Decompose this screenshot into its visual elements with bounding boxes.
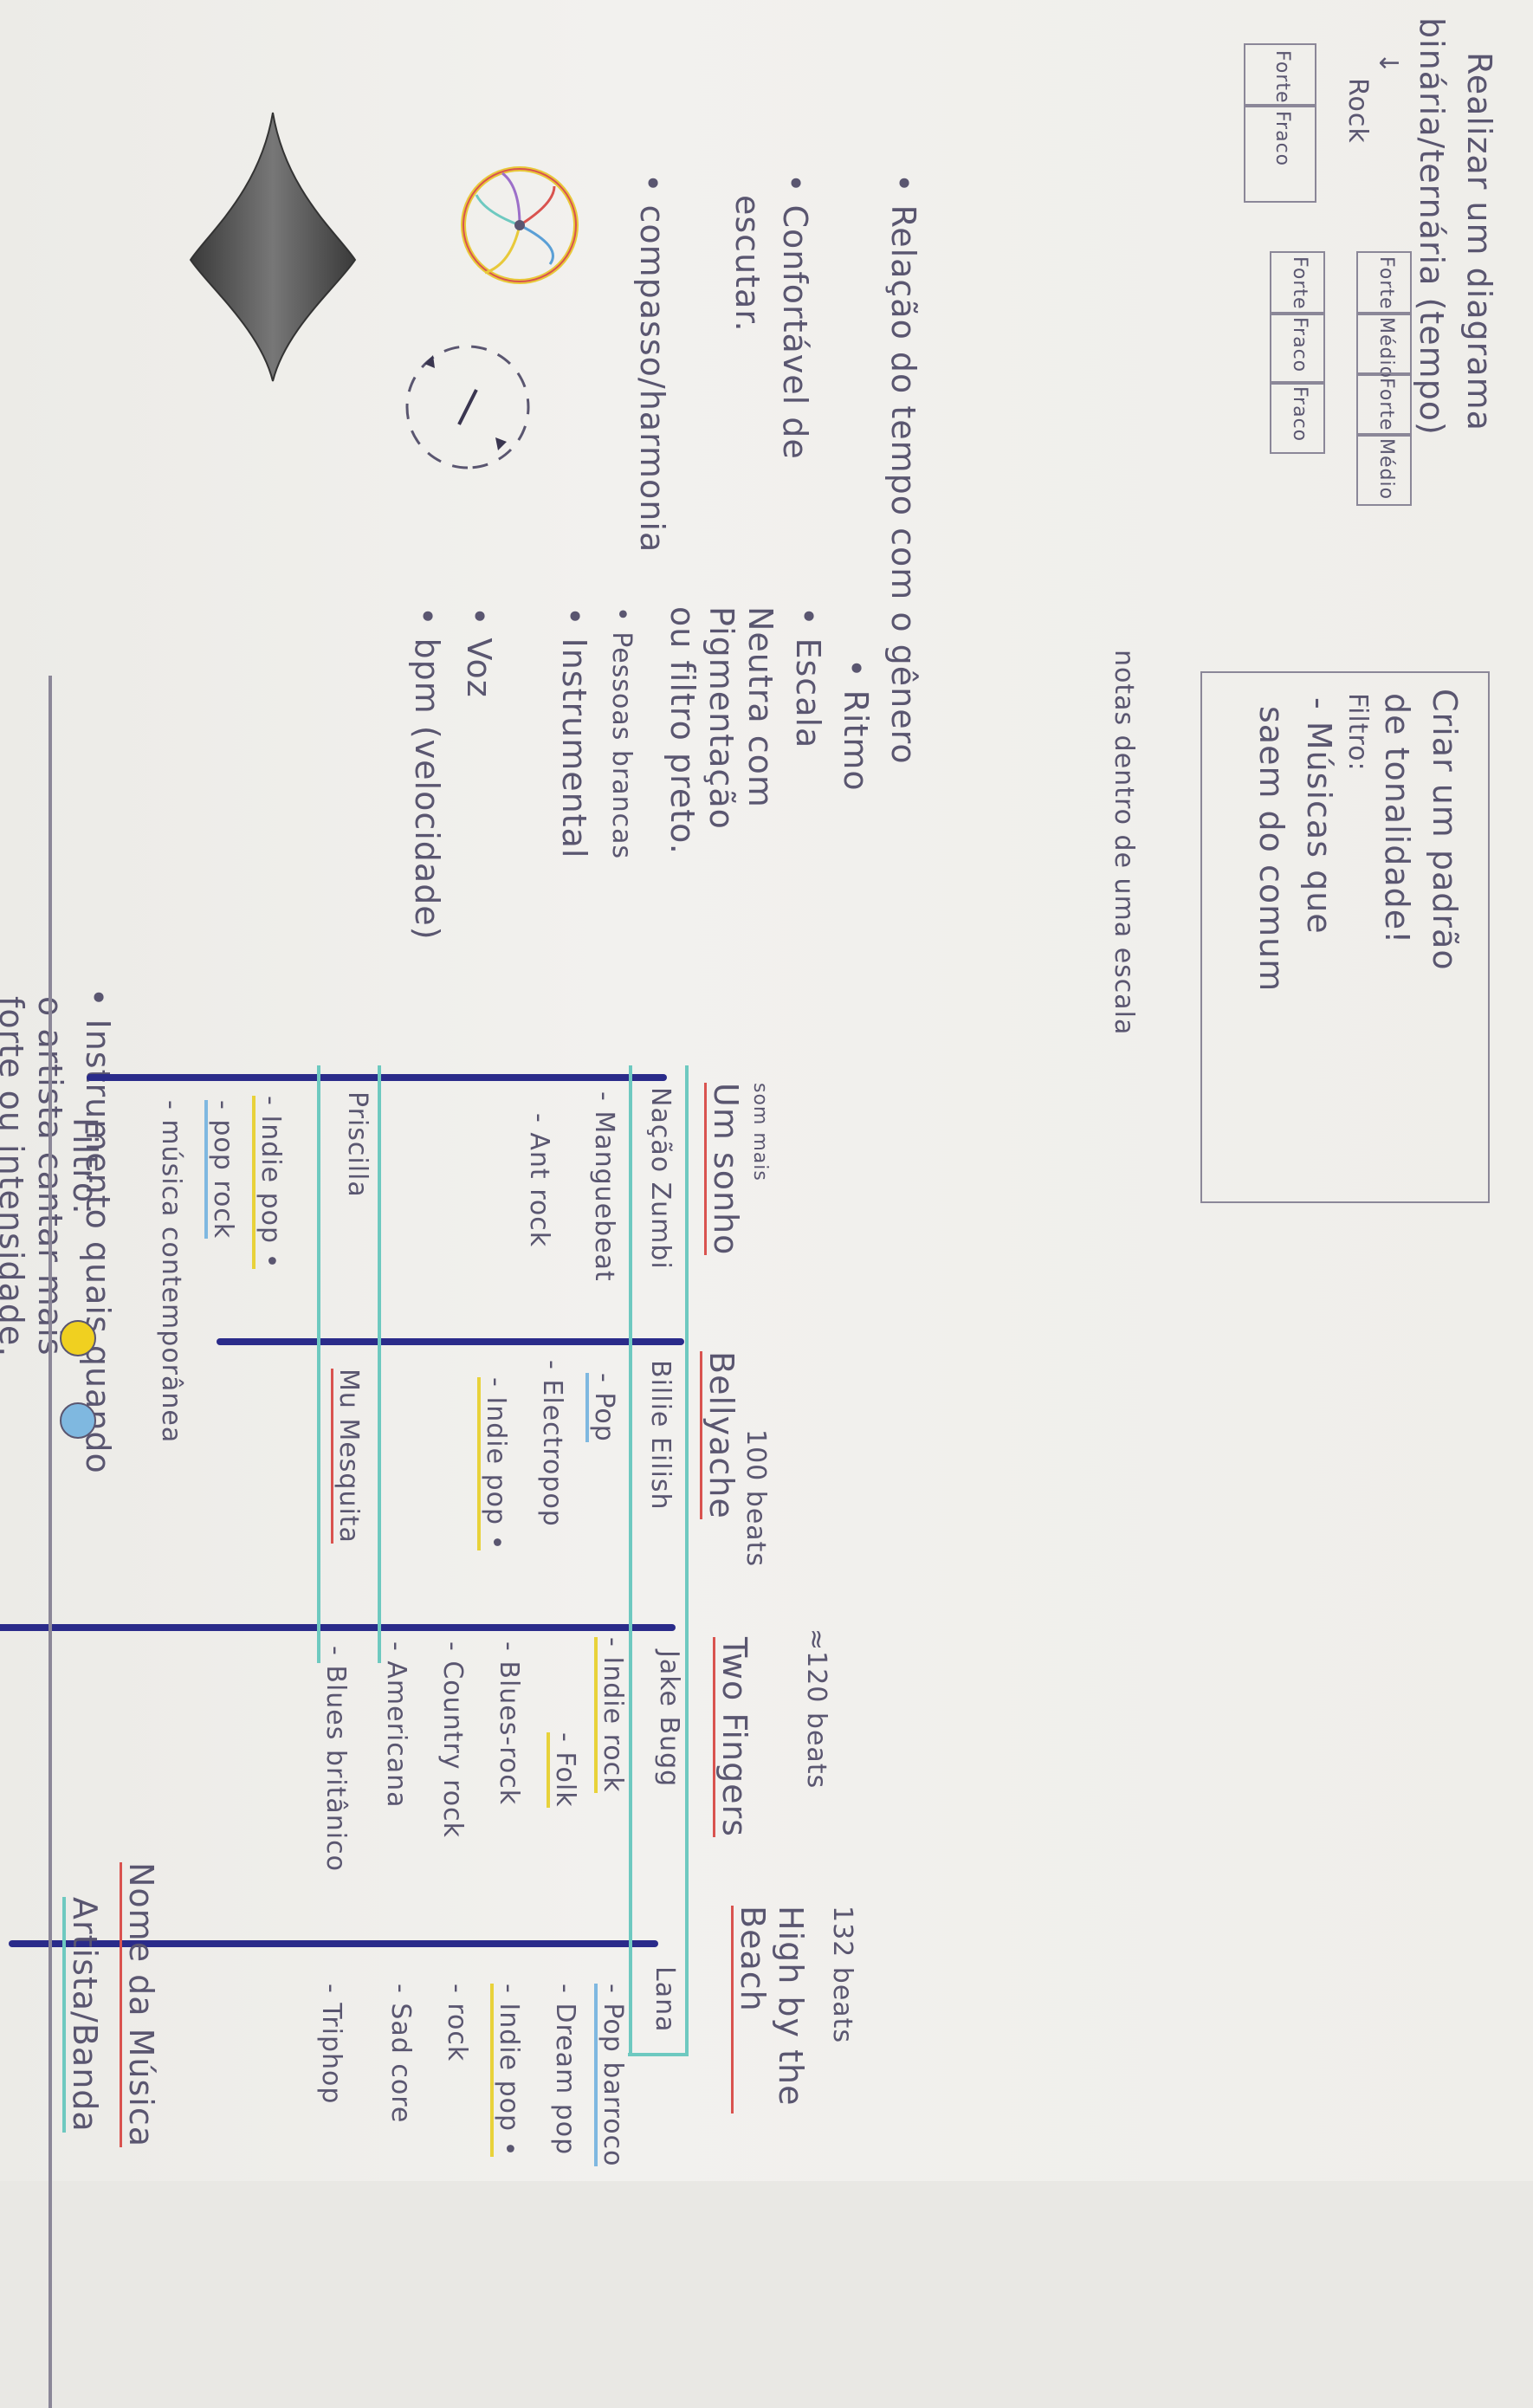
list-pessoas: • Pessoas brancas xyxy=(606,606,637,860)
list-instrumental: • Instrumental xyxy=(555,606,593,859)
list-pigmentacao: Pigmentação xyxy=(702,606,741,830)
list-neutra: Neutra com xyxy=(741,606,779,808)
col4-song: High by the Beach xyxy=(731,1906,810,2113)
col4-artist: Lana xyxy=(650,1966,680,2033)
criar-box xyxy=(1200,671,1490,1203)
quaternary-cell-1: Forte xyxy=(1356,251,1412,315)
lower1-genre-2: - pop rock xyxy=(204,1100,238,1240)
quaternary-cell-3: Forte xyxy=(1356,372,1412,437)
footer-filtro: Filtro: xyxy=(66,1117,104,1215)
list-ritmo: • Ritmo xyxy=(837,658,875,792)
col4-genre-2: - Dream pop xyxy=(550,1984,580,2156)
col3-artist: Jake Bugg xyxy=(654,1650,684,1788)
col3-genre-6: - Blues britânico xyxy=(320,1646,351,1872)
rotated-note-canvas: Realizar um diagrama binária/ternária (t… xyxy=(0,17,1498,2408)
quaternary-cell-2: Médio xyxy=(1356,312,1412,379)
col3-genre-4: - Country rock xyxy=(437,1641,468,1838)
col1-artist: Nação Zumbi xyxy=(645,1087,676,1270)
lower1-artist: Priscilla xyxy=(342,1091,372,1198)
col4-genre-4: - rock xyxy=(442,1984,472,2062)
teal-mid-line xyxy=(629,1065,632,2053)
teal-right-edge xyxy=(628,2053,689,2056)
list-filtro-preto: ou filtro preto. xyxy=(663,606,702,855)
lower1-genre-3: - música contemporânea xyxy=(156,1100,186,1444)
binary-cell-1: Forte xyxy=(1244,43,1316,107)
col3-genre-2: - Folk xyxy=(547,1732,580,1808)
col3-song: Two Fingers xyxy=(713,1637,754,1837)
col2-bpm: 100 beats xyxy=(741,1429,771,1568)
notas-line: notas dentro de uma escala xyxy=(1109,650,1139,1036)
col4-genre-3: - Indie pop • xyxy=(490,1984,524,2158)
footer-artista: Artista/Banda xyxy=(62,1897,104,2133)
lower2-artist: Mu Mesquita xyxy=(331,1369,364,1544)
teal-lower-line xyxy=(378,1065,381,1663)
rotation-arrows-icon xyxy=(405,345,530,469)
rock-label: Rock xyxy=(1342,78,1373,144)
filter-color-dots xyxy=(60,1320,96,1439)
table-divider-1 xyxy=(87,1074,667,1081)
col2-song: Bellyache xyxy=(700,1351,741,1519)
col4-genre-5: - Sad core xyxy=(385,1984,416,2124)
table-divider-3 xyxy=(0,1624,676,1631)
binary-cell-2: Fraco xyxy=(1244,104,1316,203)
title-line-2: binária/ternária (tempo) xyxy=(1413,17,1451,436)
col2-genre-2: - Electropop xyxy=(537,1360,567,1527)
table-bottom-line xyxy=(49,676,52,2408)
lower1-genre-1: - Indie pop • xyxy=(252,1096,286,1270)
teal-top-line xyxy=(685,1065,689,2053)
col2-genre-1: - Pop xyxy=(585,1373,619,1442)
ternary-cell-2: Fraco xyxy=(1270,312,1325,385)
col1-note: som mais xyxy=(749,1083,771,1181)
relation-line: • Relação do tempo com o gênero xyxy=(884,173,922,765)
title-line-1: Realizar um diagrama xyxy=(1460,52,1498,431)
ternary-cell-3: Fraco xyxy=(1270,381,1325,454)
comfort-line-1: • Confortável de xyxy=(776,173,814,460)
list-escala: • Escala xyxy=(789,606,827,749)
table-divider-4 xyxy=(9,1940,658,1947)
col4-bpm: 132 beats xyxy=(827,1906,857,2044)
col1-song: Um sonho xyxy=(704,1083,745,1256)
comfort-line-2: escutar. xyxy=(728,195,766,333)
table-divider-2 xyxy=(217,1338,684,1345)
col2-artist: Billie Eilish xyxy=(645,1360,676,1511)
list-bpm: • bpm (velocidade) xyxy=(408,606,446,941)
col1-genre-1: - Manguebeat xyxy=(589,1091,619,1282)
col4-genre-6: - Triphop xyxy=(316,1984,346,2105)
shaded-diamond-shape xyxy=(189,112,357,382)
teal-lower-line-2 xyxy=(317,1065,320,1663)
col3-bpm: ≈120 beats xyxy=(801,1628,831,1790)
col3-genre-3: - Blues-rock xyxy=(494,1641,524,1806)
col3-genre-5: - Americana xyxy=(381,1641,411,1809)
list-voz: • Voz xyxy=(460,606,498,698)
compass-line: • compasso/harmonia xyxy=(633,173,671,553)
rock-arrow: ↓ xyxy=(1373,52,1403,75)
instrument-line-3: forte ou intensidade. xyxy=(0,996,30,1358)
col2-genre-3: - Indie pop • xyxy=(477,1377,511,1551)
circle-wheel-icon xyxy=(461,166,579,284)
col1-genre-2: - Ant rock xyxy=(524,1113,554,1248)
col4-genre-1: - Pop barroco xyxy=(594,1984,628,2167)
quaternary-cell-4: Médio xyxy=(1356,433,1412,506)
footer-nome: Nome da Música xyxy=(120,1862,160,2148)
col3-genre-1: - Indie rock xyxy=(594,1637,628,1793)
ternary-cell-1: Forte xyxy=(1270,251,1325,315)
